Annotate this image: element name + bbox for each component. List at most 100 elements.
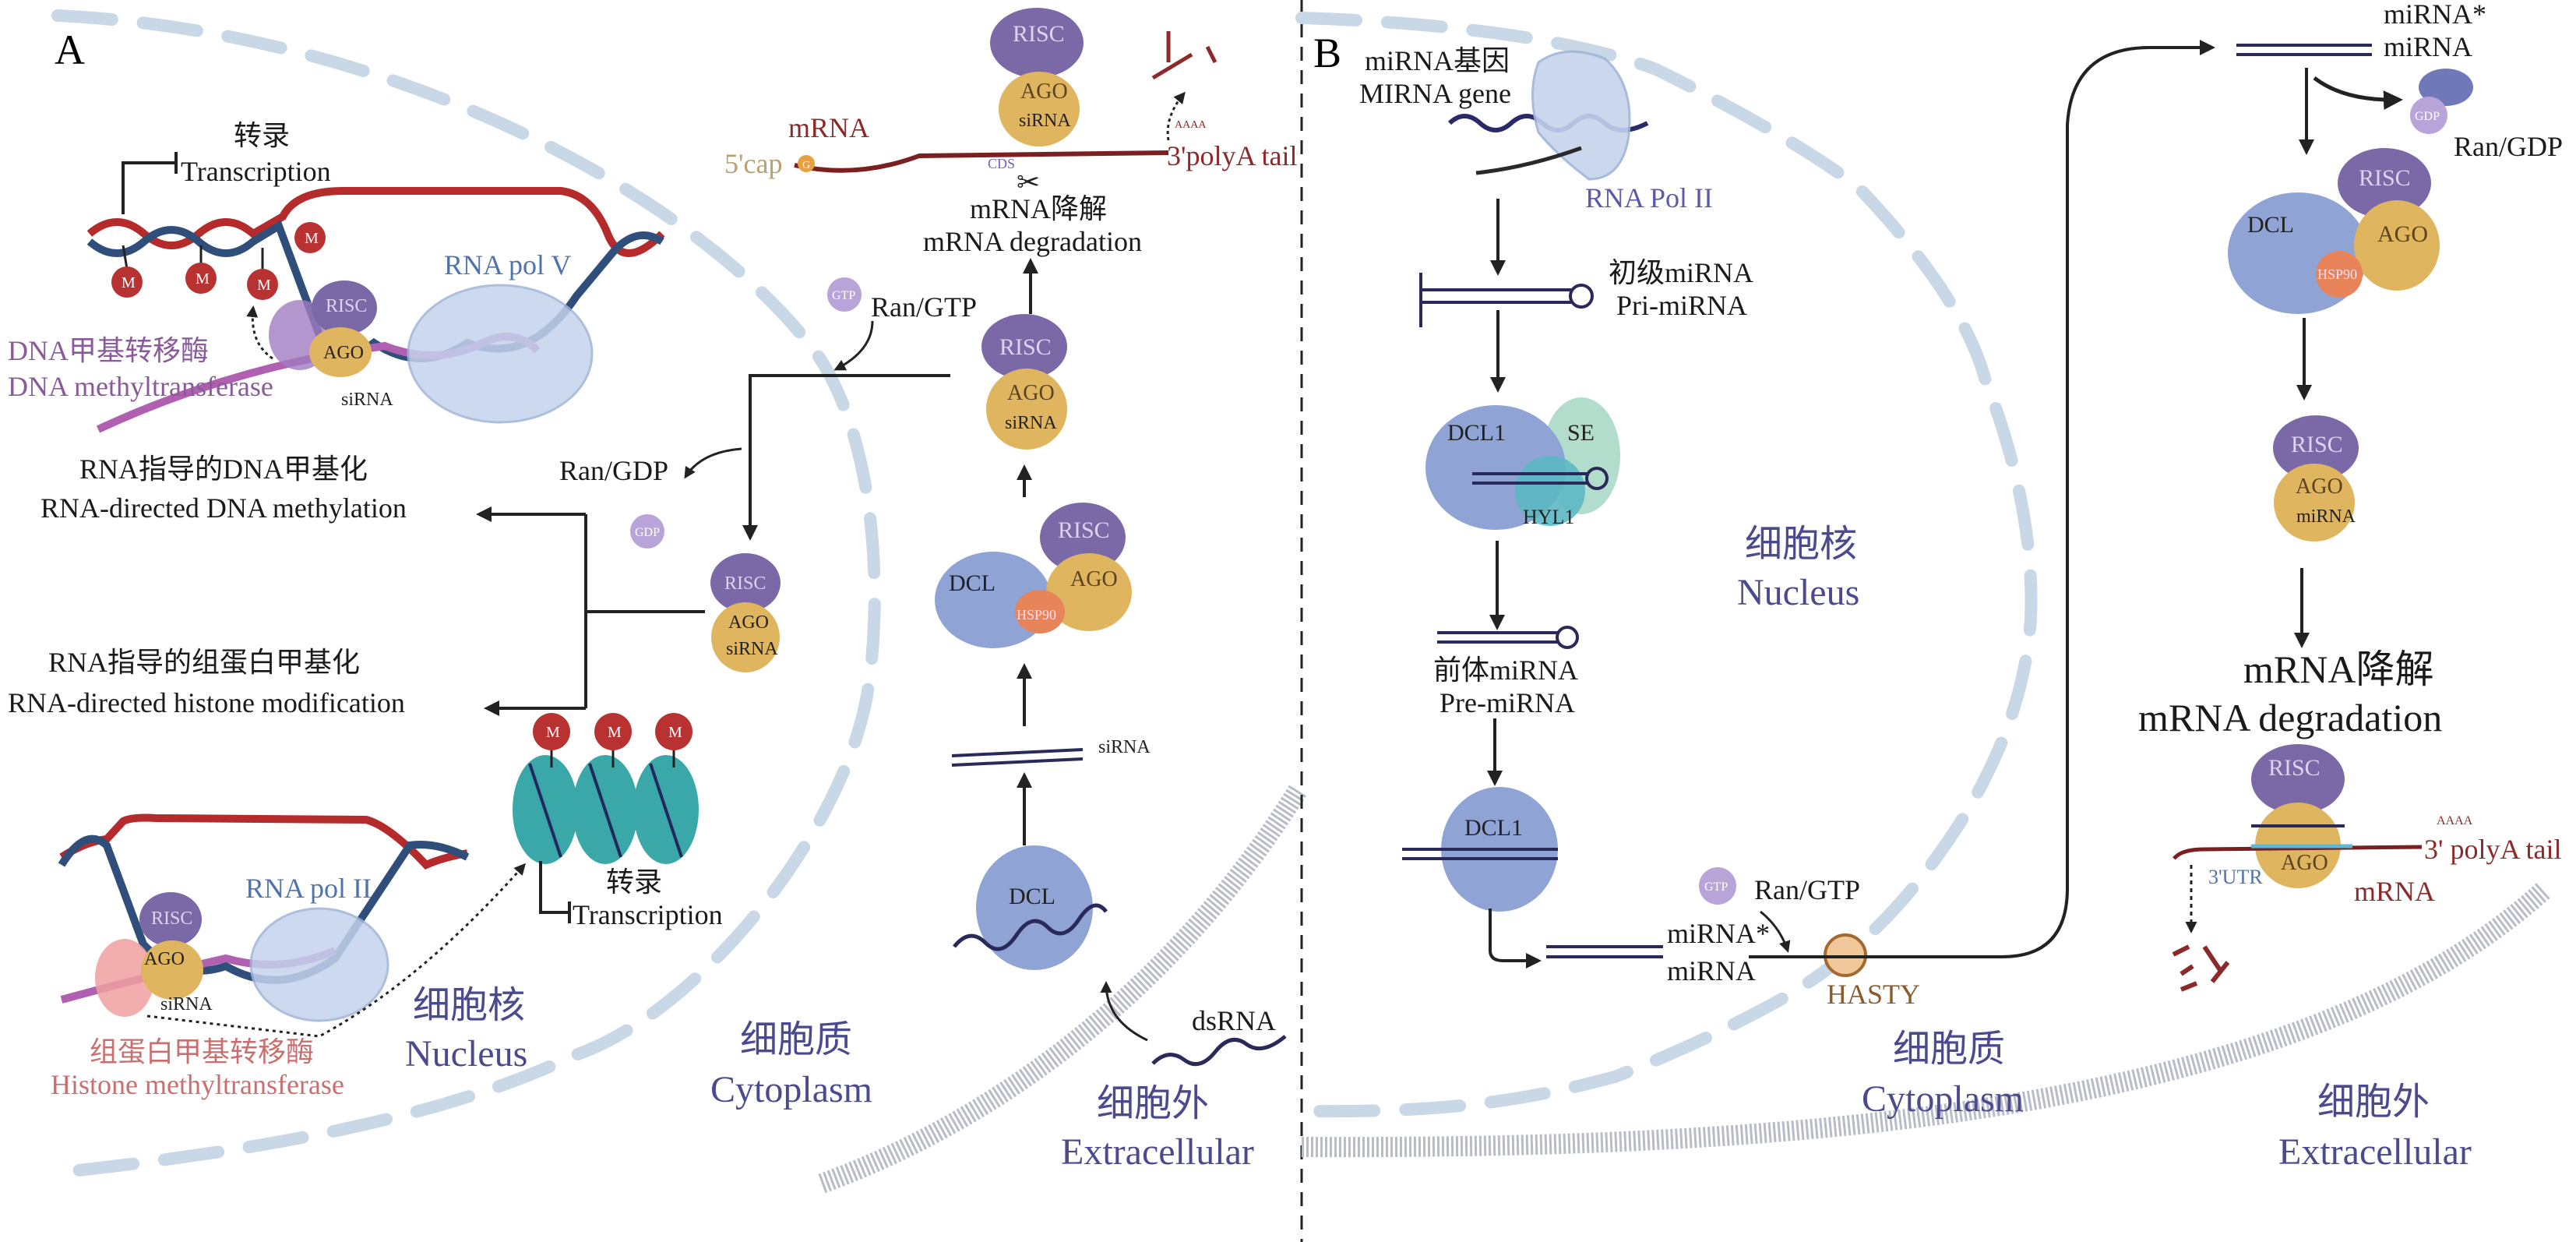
risc-label: RISC xyxy=(999,334,1052,360)
nucleus-zh-b: 细胞核 xyxy=(1745,524,1857,565)
extracellular-zh-a: 细胞外 xyxy=(1097,1083,1209,1124)
extracellular-en-a: Extracellular xyxy=(1061,1131,1254,1173)
sirna-label: siRNA xyxy=(160,994,213,1014)
risc-shape xyxy=(710,553,781,612)
target-cleavage-complex: RISC AGO xyxy=(2173,744,2423,888)
ago-shape xyxy=(986,369,1067,450)
polya-seq: AAAA xyxy=(1175,119,1207,131)
duplex-mature-label-cyto: miRNA xyxy=(2384,31,2472,62)
ran-gdp-arrow-a xyxy=(684,447,742,479)
panel-label-b: B xyxy=(1313,30,1341,76)
sirna-duplex-a xyxy=(951,748,1084,767)
pri-mirna-zh: 初级miRNA xyxy=(1609,257,1753,288)
cytoplasm-zh-a: 细胞质 xyxy=(740,1019,852,1060)
arrow-dsrna-to-dcl xyxy=(1100,981,1148,1042)
ago-shape xyxy=(2274,464,2355,542)
risc-label: RISC xyxy=(724,573,766,594)
ago-shape xyxy=(711,602,780,672)
risc-shape xyxy=(2251,744,2345,814)
cds-label: CDS xyxy=(988,156,1015,171)
five-prime-cap xyxy=(798,155,815,172)
risc-cleavage-complex: RISC AGO siRNA xyxy=(990,8,1084,146)
pre-mirna-loop xyxy=(1556,626,1579,649)
gdp-badge-label-b: GDP xyxy=(2415,110,2440,123)
ran-gtp-badge-b xyxy=(1699,867,1736,905)
mrna-target-a xyxy=(794,150,1169,173)
mrna-fragments-b xyxy=(2172,944,2230,992)
export-path xyxy=(1749,40,2215,958)
cap-glyph: G xyxy=(802,160,810,171)
dcl1-label-b: DCL1 xyxy=(1464,815,1523,841)
pre-mirna-zh: 前体miRNA xyxy=(1433,655,1578,686)
cap-label: 5'cap xyxy=(724,148,782,179)
pri-mirna-loop xyxy=(1569,284,1594,309)
mirna-duplex-cytoplasm xyxy=(2236,44,2372,56)
hmt-shape xyxy=(95,939,154,1017)
transcription-block-bottom xyxy=(539,861,571,923)
histone-complex: RISC AGO siRNA xyxy=(95,892,213,1017)
mrna-degradation-zh-b: mRNA降解 xyxy=(2243,647,2433,691)
ran-protein-shape xyxy=(2419,69,2473,106)
duplex-star-label-cyto: miRNA* xyxy=(2384,0,2486,30)
ran-gdp-badge-b xyxy=(2410,97,2447,134)
methyl-mark xyxy=(111,266,143,298)
rna-pol-ii-label-b: RNA Pol II xyxy=(1585,182,1713,213)
ago-shape xyxy=(2354,200,2440,291)
sirna-label: siRNA xyxy=(1005,413,1057,433)
risc-mirna-complex: RISC AGO miRNA xyxy=(2273,415,2359,542)
methyl-mark-label: M xyxy=(305,230,319,247)
ran-gtp-badge-a xyxy=(827,277,862,312)
dcl-loading-complex-a: DCL RISC AGO HSP90 xyxy=(935,503,1132,648)
pri-mirna-en: Pri-miRNA xyxy=(1616,290,1747,321)
ran-gdp-label-b: Ran/GDP xyxy=(2454,131,2563,162)
dsrna-label: dsRNA xyxy=(1192,1005,1276,1036)
risc-label: RISC xyxy=(2359,165,2411,191)
gtp-badge-label: GTP xyxy=(832,289,855,302)
risc-label: RISC xyxy=(2291,432,2343,457)
hsp90-label: HSP90 xyxy=(1017,607,1056,623)
cytoplasm-en-a: Cytoplasm xyxy=(710,1069,872,1110)
se-label: SE xyxy=(1567,420,1595,446)
mirna-label: miRNA xyxy=(2296,506,2356,527)
risc-shape xyxy=(990,8,1084,78)
ago-label: AGO xyxy=(1007,381,1055,405)
mrna-degradation-en-a: mRNA degradation xyxy=(923,226,1142,257)
risc-label: RISC xyxy=(326,296,367,316)
methyl-mark xyxy=(247,269,278,300)
pre-mirna-en: Pre-miRNA xyxy=(1440,687,1575,718)
mrna-label-a: mRNA xyxy=(788,112,869,143)
risc-label: RISC xyxy=(1013,21,1065,47)
methyl-mark xyxy=(533,713,570,750)
processing-complex: DCL1 SE HYL1 xyxy=(1425,397,1620,530)
duplex-mature-label-nuclear: miRNA xyxy=(1667,955,1756,986)
ago-label: AGO xyxy=(2281,851,2328,875)
risc-label: RISC xyxy=(151,909,192,929)
nascent-transcript xyxy=(1475,146,1582,175)
methyl-mark xyxy=(294,222,326,253)
ago-shape xyxy=(141,940,203,1000)
risc-shape xyxy=(139,892,202,947)
ago-label: AGO xyxy=(323,343,364,363)
rna-pol-ii-shape-b xyxy=(1531,50,1631,181)
transcription-block-top xyxy=(122,152,178,214)
risc-shape xyxy=(2273,415,2359,481)
dcl1-bound-rna xyxy=(1402,848,1558,860)
panel-label-a: A xyxy=(55,26,85,73)
cell-membrane-a xyxy=(818,784,1308,1194)
sirna-duplex-label: siRNA xyxy=(1098,737,1151,757)
histone-mod-en: RNA-directed histone modification xyxy=(8,687,405,718)
ran-gtp-arrow-a xyxy=(833,320,874,371)
transcription-bottom-zh: 转录 xyxy=(606,866,662,898)
mirna-gene-en: MIRNA gene xyxy=(1359,78,1511,109)
sirna-label: siRNA xyxy=(726,639,778,659)
mrna-degradation-zh-a: mRNA降解 xyxy=(970,193,1107,224)
mrna-fragments xyxy=(1151,31,1218,80)
ago-label: AGO xyxy=(2377,221,2428,247)
panel-a: A 转录 Transcription RNA pol V M M M M RIS… xyxy=(8,8,1308,1194)
risc-nuclear: RISC AGO siRNA xyxy=(710,553,781,672)
ago-label: AGO xyxy=(2296,475,2343,499)
dcl-label: DCL xyxy=(949,570,996,596)
gtp-badge-label-b: GTP xyxy=(1704,880,1728,894)
ran-gtp-arrow-b xyxy=(1760,910,1791,953)
